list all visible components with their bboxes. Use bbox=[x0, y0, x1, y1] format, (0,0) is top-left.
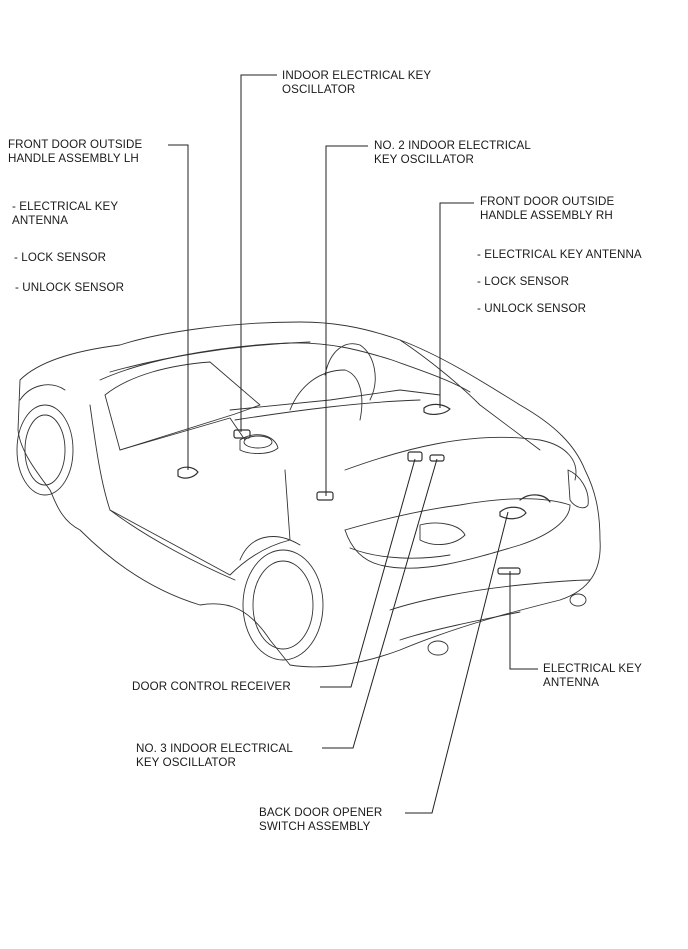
label-electrical-key-antenna: ELECTRICAL KEY ANTENNA bbox=[543, 662, 642, 689]
leader-no3-osc bbox=[322, 458, 438, 749]
label-no3-indoor-oscillator: NO. 3 INDOOR ELECTRICAL KEY OSCILLATOR bbox=[136, 742, 293, 769]
label-indoor-oscillator: INDOOR ELECTRICAL KEY OSCILLATOR bbox=[282, 69, 432, 96]
label-front-door-handle-lh: FRONT DOOR OUTSIDE HANDLE ASSEMBLY LH bbox=[8, 138, 143, 165]
label-back-door-opener-switch: BACK DOOR OPENER SWITCH ASSEMBLY bbox=[259, 806, 383, 833]
label-rh-lock-sensor: - LOCK SENSOR bbox=[477, 275, 570, 288]
front-left-wheel bbox=[16, 404, 74, 496]
label-lh-electrical-key-antenna: - ELECTRICAL KEY ANTENNA bbox=[12, 200, 119, 227]
leader-front-lh bbox=[168, 144, 189, 470]
shift-knob-base bbox=[239, 434, 279, 454]
label-lh-lock-sensor: - LOCK SENSOR bbox=[14, 251, 107, 264]
leader-door-receiver bbox=[320, 458, 416, 688]
part-no2-osc bbox=[316, 491, 334, 501]
rear-left-wheel bbox=[242, 549, 324, 661]
part-key-antenna bbox=[497, 567, 521, 575]
label-door-control-receiver: DOOR CONTROL RECEIVER bbox=[132, 680, 291, 693]
car-body-outline bbox=[17, 321, 601, 668]
label-front-door-handle-rh: FRONT DOOR OUTSIDE HANDLE ASSEMBLY RH bbox=[480, 195, 615, 222]
label-rh-unlock-sensor: - UNLOCK SENSOR bbox=[477, 302, 587, 315]
leader-no2-osc bbox=[325, 145, 368, 496]
leader-back-door bbox=[405, 511, 509, 814]
label-lh-unlock-sensor: - UNLOCK SENSOR bbox=[15, 281, 125, 294]
part-no3-osc bbox=[429, 454, 445, 462]
label-no2-indoor-oscillator: NO. 2 INDOOR ELECTRICAL KEY OSCILLATOR bbox=[374, 139, 531, 166]
leader-indoor-osc bbox=[240, 74, 277, 432]
part-handle-lh bbox=[177, 466, 199, 479]
part-handle-rh bbox=[423, 403, 451, 415]
label-rh-electrical-key-antenna: - ELECTRICAL KEY ANTENNA bbox=[477, 248, 642, 261]
part-back-door-switch bbox=[499, 506, 527, 520]
leader-front-rh bbox=[439, 202, 474, 408]
part-door-receiver bbox=[407, 451, 423, 462]
part-indoor-osc bbox=[233, 429, 251, 439]
leader-key-antenna bbox=[509, 571, 538, 670]
